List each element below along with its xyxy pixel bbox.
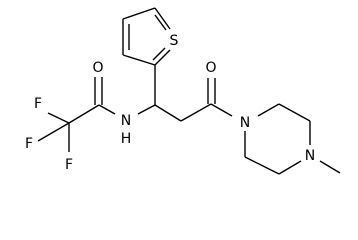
fluorine-left-label: F bbox=[25, 136, 33, 152]
piperazine-n1-label: N bbox=[240, 115, 250, 131]
bond-amide-c-double-o bbox=[94, 77, 103, 105]
bond-ch2-ketone-c bbox=[180, 103, 212, 122]
bond-pip-c2-c3 bbox=[278, 103, 311, 122]
bond-ketone-c-piperazine-n bbox=[210, 103, 233, 117]
bond-pip-c5-c6 bbox=[244, 156, 280, 175]
bond-thiophene-c2-c3 bbox=[122, 54, 156, 66]
thiophene-sulfur-label: S bbox=[170, 33, 179, 49]
propanone-chain bbox=[154, 65, 233, 122]
chemical-structure: F F F O N H O S N N bbox=[25, 7, 341, 175]
bond-thiophene-c4-c5 bbox=[122, 7, 156, 20]
bond-thiophene-c5-s bbox=[154, 7, 171, 31]
fluorine-top-label: F bbox=[34, 96, 42, 112]
bond-pip-n1-c2 bbox=[257, 103, 280, 117]
piperazine-n4-label: N bbox=[305, 148, 315, 164]
fluorine-bottom-label: F bbox=[65, 157, 73, 173]
amide-nitrogen-label: N bbox=[121, 113, 131, 129]
bond-n-methine bbox=[137, 104, 156, 115]
trifluoromethyl-group bbox=[37, 104, 100, 152]
amide-oxygen-label: O bbox=[92, 60, 103, 76]
bond-ketone-c-double-o bbox=[207, 78, 216, 104]
ketone-oxygen-label: O bbox=[205, 60, 216, 76]
atom-labels: F F F O N H O S N N bbox=[25, 33, 315, 173]
bond-cf3-f-top bbox=[47, 112, 70, 124]
bond-cf3-carbonyl bbox=[68, 104, 100, 124]
bond-n4-methyl bbox=[319, 160, 341, 174]
amide-group bbox=[94, 77, 156, 115]
bond-amide-c-n bbox=[98, 104, 116, 115]
bond-methine-ch2 bbox=[154, 104, 182, 122]
bond-cf3-f-left bbox=[37, 122, 70, 142]
bond-pip-n4-c5 bbox=[278, 160, 302, 175]
bond-thiophene-s-c2 bbox=[152, 47, 171, 66]
thiophene-ring bbox=[122, 7, 171, 66]
bond-thiophene-c3-c4 bbox=[122, 19, 130, 55]
amide-hydrogen-label: H bbox=[121, 131, 132, 147]
piperazine-ring bbox=[244, 103, 341, 175]
